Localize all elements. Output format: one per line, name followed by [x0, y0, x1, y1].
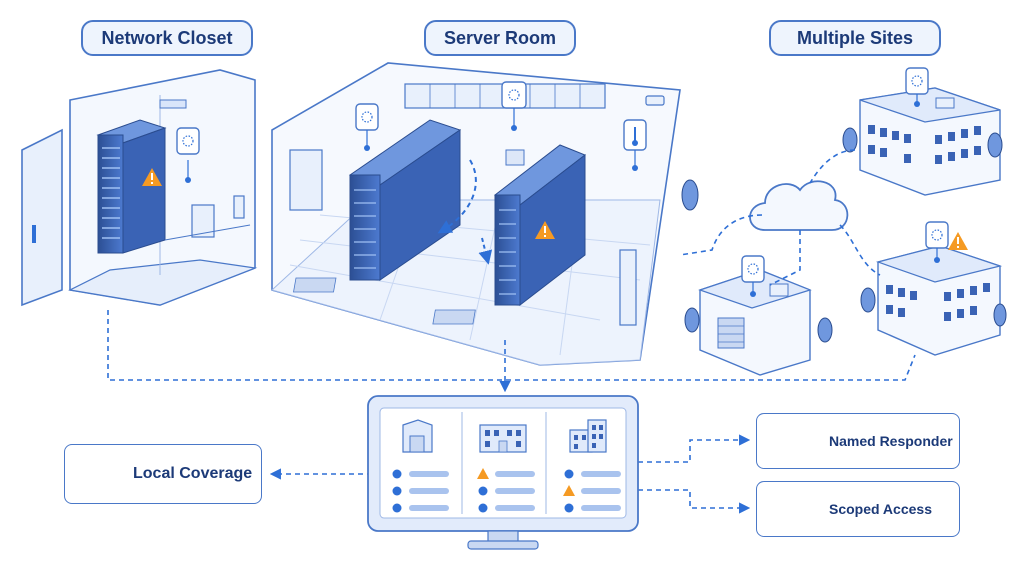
status-bar	[409, 488, 449, 494]
dashboard-status-rows	[392, 468, 621, 513]
local-coverage-label: Local Coverage	[133, 465, 253, 482]
multiple-sites-label-text: Multiple Sites	[796, 27, 913, 48]
status-bar	[409, 505, 449, 511]
status-bar	[495, 505, 535, 511]
multiple-sites-label: Multiple Sites	[769, 20, 941, 56]
office-building-icon	[479, 424, 527, 453]
scoped-access-card: Scoped Access	[756, 481, 960, 537]
server-room-label-text: Server Room	[443, 27, 557, 48]
status-dot	[564, 503, 574, 513]
status-bar	[581, 471, 621, 477]
local-coverage-card: Local Coverage	[64, 444, 262, 504]
status-bar	[495, 471, 535, 477]
network-closet-label-text: Network Closet	[101, 27, 233, 48]
warning-icon	[477, 468, 489, 479]
status-dot	[564, 469, 574, 479]
server-room-scene	[271, 62, 699, 366]
scoped-access-label: Scoped Access	[829, 501, 932, 517]
multi-building-icon	[569, 419, 607, 453]
status-dot	[392, 503, 402, 513]
named-responder-label: Named Responder	[829, 433, 953, 449]
status-bar	[409, 471, 449, 477]
dashboard-monitor	[367, 395, 639, 550]
status-bar	[581, 505, 621, 511]
warning-icon	[563, 485, 575, 496]
status-dot	[392, 486, 402, 496]
data-flow-connectors	[107, 310, 916, 514]
status-bar	[495, 488, 535, 494]
network-closet-label: Network Closet	[81, 20, 253, 56]
status-bar	[581, 488, 621, 494]
status-dot	[392, 469, 402, 479]
status-dot	[478, 503, 488, 513]
status-dot	[478, 486, 488, 496]
named-responder-card: Named Responder	[756, 413, 960, 469]
server-room-label: Server Room	[424, 20, 576, 56]
network-closet-scene	[21, 69, 258, 307]
multiple-sites-scene	[679, 67, 1007, 376]
warehouse-icon	[402, 419, 433, 453]
